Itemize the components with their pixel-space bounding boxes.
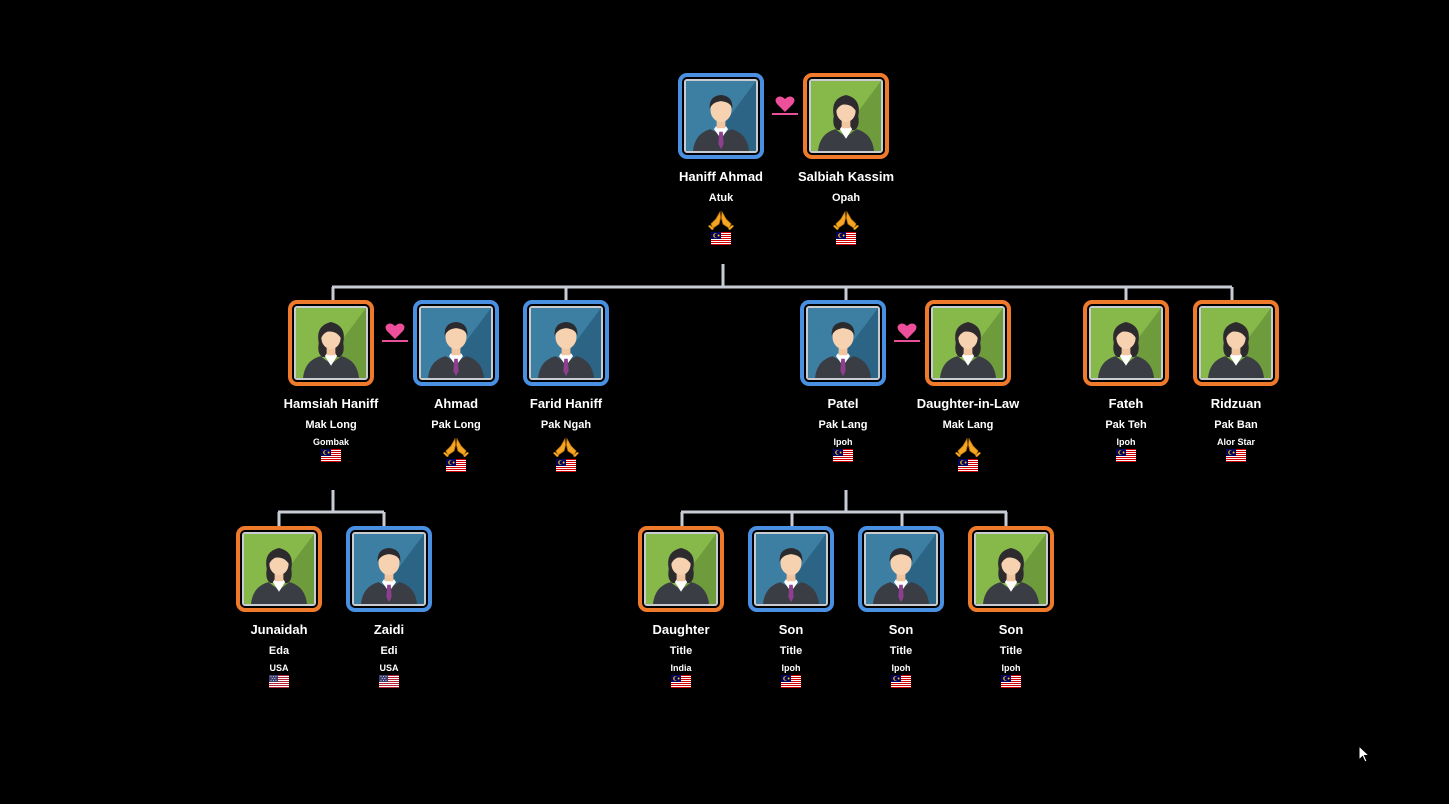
person-name: Fateh: [1108, 396, 1144, 411]
person-card-hamsiah-haniff[interactable]: Hamsiah Haniff Mak Long Gombak: [276, 300, 386, 462]
person-title: Title: [779, 645, 803, 657]
praying-hands-icon: [553, 437, 579, 457]
person-title: Pak Lang: [818, 419, 868, 431]
person-location: Alor Star: [1216, 437, 1255, 447]
male-avatar-icon[interactable]: [858, 526, 944, 612]
person-card-zaidi[interactable]: Zaidi Edi USA: [334, 526, 444, 688]
person-name: Son: [778, 622, 804, 637]
malaysia-flag-icon: [446, 459, 466, 472]
male-avatar-icon[interactable]: [800, 300, 886, 386]
malaysia-flag-icon: [671, 675, 691, 688]
female-avatar-icon[interactable]: [803, 73, 889, 159]
malaysia-flag-icon: [711, 232, 731, 245]
female-avatar-icon[interactable]: [1083, 300, 1169, 386]
person-title: Edi: [380, 645, 398, 657]
person-title: Opah: [831, 192, 861, 204]
person-location: India: [670, 663, 692, 673]
male-avatar-icon[interactable]: [523, 300, 609, 386]
female-avatar-icon[interactable]: [968, 526, 1054, 612]
male-avatar-icon[interactable]: [748, 526, 834, 612]
person-title: Title: [889, 645, 913, 657]
person-name: Salbiah Kassim: [797, 169, 895, 184]
malaysia-flag-icon: [321, 449, 341, 462]
male-avatar-icon[interactable]: [346, 526, 432, 612]
person-name: Son: [998, 622, 1024, 637]
person-card-ahmad[interactable]: Ahmad Pak Long: [401, 300, 511, 472]
person-title: Title: [669, 645, 693, 657]
malaysia-flag-icon: [781, 675, 801, 688]
mouse-cursor-icon: [1358, 745, 1370, 763]
malaysia-flag-icon: [891, 675, 911, 688]
person-card-farid-haniff[interactable]: Farid Haniff Pak Ngah: [511, 300, 621, 472]
person-title: Eda: [268, 645, 290, 657]
person-location: Gombak: [312, 437, 349, 447]
malaysia-flag-icon: [958, 459, 978, 472]
person-card-salbiah-kassim[interactable]: Salbiah Kassim Opah: [791, 73, 901, 245]
person-title: Pak Ban: [1214, 419, 1258, 431]
female-avatar-icon[interactable]: [925, 300, 1011, 386]
person-title: Pak Long: [431, 419, 481, 431]
person-name: Farid Haniff: [529, 396, 603, 411]
person-card-haniff-ahmad[interactable]: Haniff Ahmad Atuk: [666, 73, 776, 245]
person-location: Ipoh: [781, 663, 801, 673]
person-title: Pak Teh: [1105, 419, 1147, 431]
person-location: Ipoh: [1001, 663, 1021, 673]
spouse-link: [382, 322, 408, 344]
person-title: Mak Long: [305, 419, 357, 431]
male-avatar-icon[interactable]: [678, 73, 764, 159]
person-title: Mak Lang: [942, 419, 994, 431]
praying-hands-icon: [443, 437, 469, 457]
person-location: Ipoh: [891, 663, 911, 673]
person-name: Zaidi: [373, 622, 405, 637]
female-avatar-icon[interactable]: [1193, 300, 1279, 386]
person-card-fateh[interactable]: Fateh Pak Teh Ipoh: [1071, 300, 1181, 462]
person-card-patel[interactable]: Patel Pak Lang Ipoh: [788, 300, 898, 462]
malaysia-flag-icon: [556, 459, 576, 472]
person-card-daughter[interactable]: Daughter Title India: [626, 526, 736, 688]
praying-hands-icon: [833, 210, 859, 230]
female-avatar-icon[interactable]: [288, 300, 374, 386]
person-name: Daughter: [652, 622, 710, 637]
person-location: USA: [269, 663, 289, 673]
person-name: Ridzuan: [1210, 396, 1262, 411]
female-avatar-icon[interactable]: [638, 526, 724, 612]
person-title: Atuk: [708, 192, 734, 204]
person-title: Pak Ngah: [540, 419, 592, 431]
female-avatar-icon[interactable]: [236, 526, 322, 612]
person-name: Haniff Ahmad: [678, 169, 764, 184]
person-name: Hamsiah Haniff: [283, 396, 379, 411]
malaysia-flag-icon: [1001, 675, 1021, 688]
person-name: Junaidah: [250, 622, 308, 637]
person-name: Son: [888, 622, 914, 637]
person-card-daughter-in-law[interactable]: Daughter-in-Law Mak Lang: [913, 300, 1023, 472]
person-location: Ipoh: [1116, 437, 1136, 447]
person-name: Daughter-in-Law: [916, 396, 1020, 411]
spouse-link: [894, 322, 920, 344]
male-avatar-icon[interactable]: [413, 300, 499, 386]
person-location: Ipoh: [833, 437, 853, 447]
malaysia-flag-icon: [1116, 449, 1136, 462]
usa-flag-icon: [379, 675, 399, 688]
person-location: USA: [379, 663, 399, 673]
malaysia-flag-icon: [836, 232, 856, 245]
person-name: Patel: [827, 396, 859, 411]
praying-hands-icon: [708, 210, 734, 230]
person-card-ridzuan[interactable]: Ridzuan Pak Ban Alor Star: [1181, 300, 1291, 462]
praying-hands-icon: [955, 437, 981, 457]
usa-flag-icon: [269, 675, 289, 688]
person-name: Ahmad: [433, 396, 479, 411]
person-card-son-2[interactable]: Son Title Ipoh: [846, 526, 956, 688]
person-card-junaidah[interactable]: Junaidah Eda USA: [224, 526, 334, 688]
person-card-son-1[interactable]: Son Title Ipoh: [736, 526, 846, 688]
person-title: Title: [999, 645, 1023, 657]
person-card-son-3[interactable]: Son Title Ipoh: [956, 526, 1066, 688]
malaysia-flag-icon: [833, 449, 853, 462]
malaysia-flag-icon: [1226, 449, 1246, 462]
spouse-link: [772, 95, 798, 117]
